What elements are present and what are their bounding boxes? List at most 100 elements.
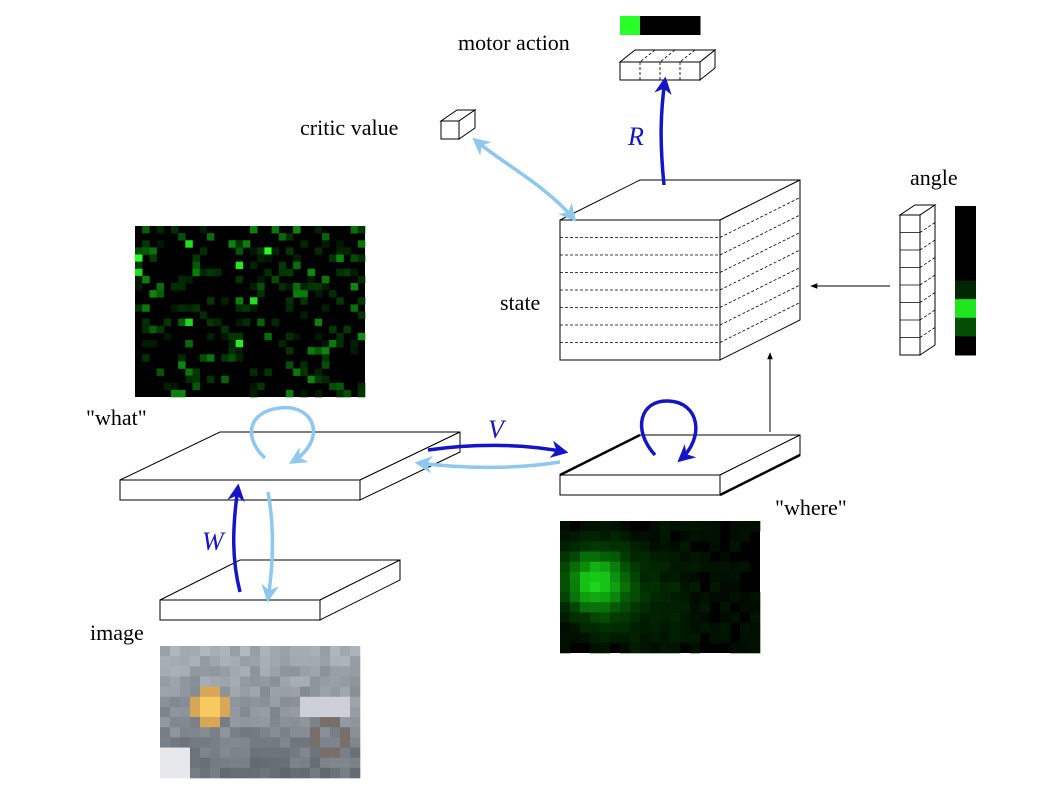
where-cell xyxy=(560,612,571,623)
image-pixel xyxy=(170,737,181,748)
image-pixel xyxy=(280,737,291,748)
what-cell xyxy=(178,361,186,369)
what-cell xyxy=(228,240,236,248)
where-cell xyxy=(700,531,711,542)
where-cell xyxy=(650,551,661,562)
image-pixel xyxy=(350,757,361,769)
image-pixel xyxy=(260,646,271,657)
image-pixel xyxy=(250,717,261,728)
what-cell xyxy=(314,283,323,291)
image-pixel xyxy=(180,706,191,718)
what-cell xyxy=(199,268,208,277)
image-pixel xyxy=(170,747,181,758)
image-pixel xyxy=(280,686,291,698)
image-pixel xyxy=(320,676,331,687)
what-cell xyxy=(278,268,287,277)
what-cell xyxy=(321,340,330,348)
image-pixel xyxy=(350,656,361,667)
image-pixel xyxy=(330,676,341,687)
what-cell xyxy=(321,354,330,362)
what-cell xyxy=(321,304,330,312)
where-cell xyxy=(590,592,601,603)
image-pixel xyxy=(170,646,181,657)
where-cell xyxy=(640,632,651,644)
image-pixel xyxy=(170,696,181,708)
where-cell xyxy=(680,632,691,644)
image-pixel xyxy=(230,757,241,769)
where-cell xyxy=(690,551,701,562)
image-pixel xyxy=(170,717,181,728)
what-label: "what" xyxy=(86,405,147,430)
what-cell xyxy=(314,389,323,398)
what-cell xyxy=(300,311,308,319)
what-cell xyxy=(357,297,366,305)
where-cell xyxy=(670,602,681,613)
where-cell xyxy=(640,642,651,654)
motor-action-box xyxy=(618,48,717,82)
image-pixel xyxy=(160,706,171,718)
what-cell xyxy=(336,240,344,248)
where-cell xyxy=(570,632,581,644)
where-cell xyxy=(630,531,641,542)
image-pixel xyxy=(290,747,301,758)
image-pixel xyxy=(270,747,281,758)
angle-box xyxy=(898,204,937,356)
image-pixel xyxy=(320,747,331,758)
where-cell xyxy=(670,521,681,532)
image-pixel xyxy=(280,767,291,779)
what-cell xyxy=(314,226,323,234)
image-pixel xyxy=(170,686,181,698)
where-to-what-arrow xyxy=(414,455,561,474)
what-cell xyxy=(142,340,150,348)
what-cell xyxy=(206,233,215,241)
where-cell xyxy=(630,612,641,623)
where-cell xyxy=(610,581,621,593)
what-cell xyxy=(285,247,294,255)
where-cell xyxy=(730,592,741,603)
where-cell xyxy=(600,561,611,573)
what-cell xyxy=(285,268,294,277)
what-cell xyxy=(264,268,272,277)
what-cell xyxy=(285,297,294,305)
critic-value-box xyxy=(439,109,477,140)
image-pixel xyxy=(230,646,241,657)
what-cell xyxy=(156,240,165,248)
image-pixel xyxy=(210,706,221,718)
what-cell xyxy=(178,283,186,291)
where-layer-slab xyxy=(559,433,801,497)
what-recurrent-loop xyxy=(249,406,316,464)
image-pixel xyxy=(260,747,271,758)
image-pixel xyxy=(330,706,341,718)
what-cell xyxy=(135,304,143,312)
what-cell xyxy=(357,389,366,398)
image-pixel xyxy=(180,696,191,708)
what-cell xyxy=(192,261,200,270)
where-activation-cells xyxy=(560,521,761,654)
image-pixel xyxy=(230,706,241,718)
image-pixel xyxy=(200,706,211,718)
where-cell xyxy=(600,581,611,593)
what-cell xyxy=(343,247,351,255)
image-pixel xyxy=(170,666,181,677)
what-cell xyxy=(321,347,330,355)
what-cell xyxy=(214,268,222,277)
image-pixel xyxy=(180,767,191,779)
image-pixel xyxy=(340,666,351,677)
what-cell xyxy=(293,283,301,291)
what-cell xyxy=(170,283,179,291)
image-pixel xyxy=(290,666,301,677)
where-cell xyxy=(560,521,571,532)
image-pixel xyxy=(220,686,231,698)
where-cell xyxy=(700,551,711,562)
what-cell xyxy=(314,290,323,298)
what-cell xyxy=(221,354,229,362)
what-cell xyxy=(206,375,215,384)
image-pixel xyxy=(270,646,281,657)
where-cell xyxy=(590,541,601,552)
image-pixel xyxy=(320,706,331,718)
image-pixel xyxy=(160,717,171,728)
image-pixel xyxy=(280,717,291,728)
image-pixel xyxy=(250,727,261,738)
image-pixel xyxy=(350,706,361,718)
where-cell xyxy=(660,561,671,573)
